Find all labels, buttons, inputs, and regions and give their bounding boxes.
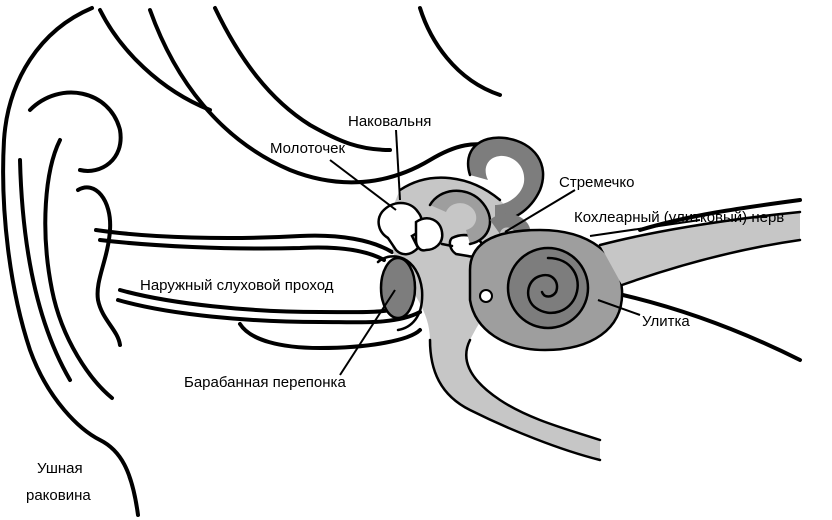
eardrum-shape: [378, 256, 422, 330]
auricle: [3, 8, 210, 515]
cochlea-shape: [470, 230, 622, 350]
label-stapes: Стремечко: [559, 174, 634, 191]
label-cochlear-nerve: Кохлеарный (улитковый) нерв: [574, 209, 784, 226]
label-auricle-line2: раковина: [26, 487, 91, 504]
label-malleus: Молоточек: [270, 140, 345, 157]
label-auricle-line1: Ушная: [37, 460, 83, 477]
label-ear-canal: Наружный слуховой проход: [140, 277, 334, 294]
label-cochlea: Улитка: [642, 313, 690, 330]
label-eardrum: Барабанная перепонка: [184, 374, 346, 391]
label-incus: Наковальня: [348, 113, 431, 130]
